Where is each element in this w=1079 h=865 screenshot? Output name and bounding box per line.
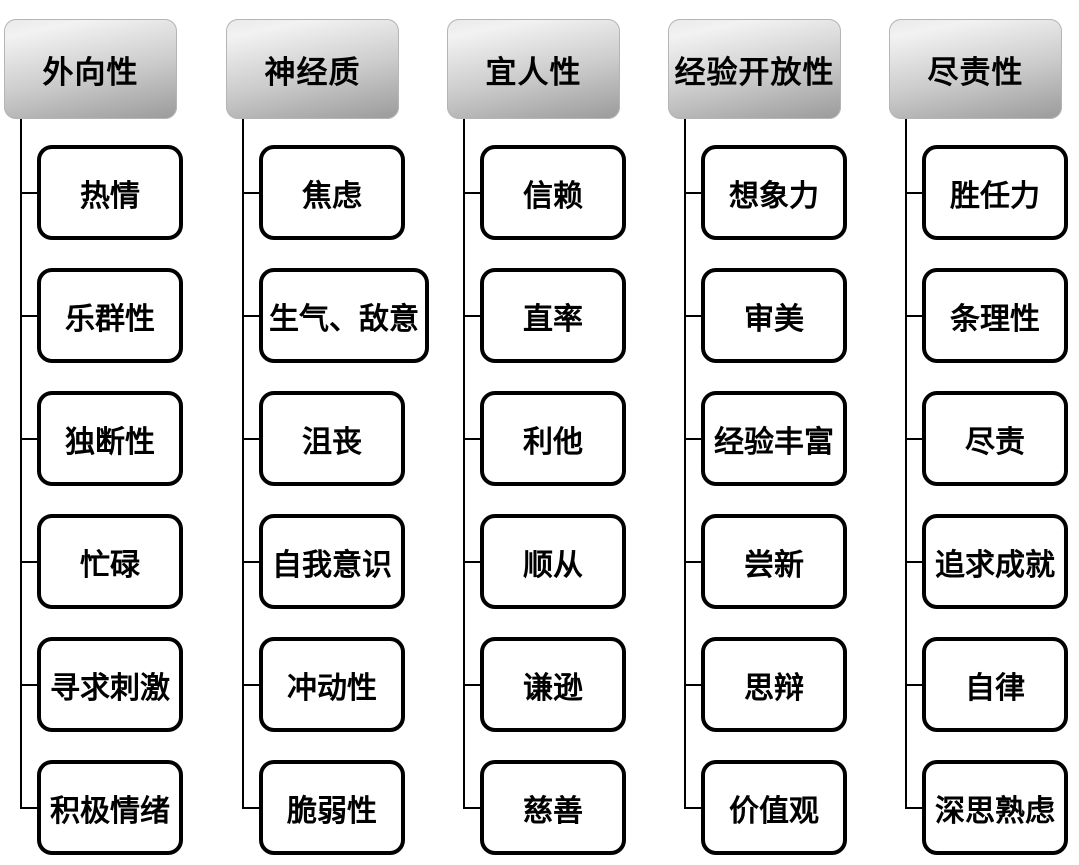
facet-box: 脆弱性 (242, 760, 405, 855)
facet-box: 焦虑 (242, 145, 405, 240)
facet-box: 信赖 (463, 145, 626, 240)
facet-box: 经验丰富 (684, 391, 847, 486)
facet-list-extraversion: 热情 乐群性 独断性 忙碌 寻求刺激 积极情绪 (20, 145, 183, 855)
facet-box: 寻求刺激 (20, 637, 183, 732)
facet-box: 沮丧 (242, 391, 405, 486)
facet-list-openness: 想象力 审美 经验丰富 尝新 思辩 价值观 (684, 145, 847, 855)
column-agreeableness: 宜人性 信赖 直率 利他 顺从 谦逊 慈善 (447, 0, 647, 865)
facet-box: 独断性 (20, 391, 183, 486)
facet-box: 冲动性 (242, 637, 405, 732)
connector-line (684, 119, 686, 809)
facet-box: 积极情绪 (20, 760, 183, 855)
column-openness: 经验开放性 想象力 审美 经验丰富 尝新 思辩 价值观 (668, 0, 868, 865)
column-conscientiousness: 尽责性 胜任力 条理性 尽责 追求成就 自律 深思熟虑 (889, 0, 1079, 865)
facet-box: 自我意识 (242, 514, 405, 609)
facet-box: 思辩 (684, 637, 847, 732)
facet-box: 利他 (463, 391, 626, 486)
category-header-agreeableness: 宜人性 (447, 19, 620, 119)
facet-box: 生气、敌意 (242, 268, 429, 363)
category-header-neuroticism: 神经质 (226, 19, 399, 119)
category-header-conscientiousness: 尽责性 (889, 19, 1062, 119)
category-header-extraversion: 外向性 (4, 19, 177, 119)
connector-line (905, 119, 907, 809)
facet-box: 热情 (20, 145, 183, 240)
facet-box: 自律 (905, 637, 1068, 732)
facet-box: 直率 (463, 268, 626, 363)
facet-box: 尝新 (684, 514, 847, 609)
connector-line (20, 119, 22, 809)
connector-line (463, 119, 465, 809)
facet-box: 忙碌 (20, 514, 183, 609)
facet-box: 追求成就 (905, 514, 1068, 609)
facet-box: 胜任力 (905, 145, 1068, 240)
facet-list-conscientiousness: 胜任力 条理性 尽责 追求成就 自律 深思熟虑 (905, 145, 1068, 855)
facet-box: 审美 (684, 268, 847, 363)
facet-box: 谦逊 (463, 637, 626, 732)
connector-line (242, 119, 244, 809)
facet-box: 条理性 (905, 268, 1068, 363)
category-header-openness: 经验开放性 (668, 19, 841, 119)
facet-list-neuroticism: 焦虑 生气、敌意 沮丧 自我意识 冲动性 脆弱性 (242, 145, 429, 855)
facet-box: 乐群性 (20, 268, 183, 363)
facet-list-agreeableness: 信赖 直率 利他 顺从 谦逊 慈善 (463, 145, 626, 855)
facet-box: 慈善 (463, 760, 626, 855)
facet-box: 深思熟虑 (905, 760, 1068, 855)
facet-box: 顺从 (463, 514, 626, 609)
facet-box: 想象力 (684, 145, 847, 240)
facet-box: 尽责 (905, 391, 1068, 486)
column-neuroticism: 神经质 焦虑 生气、敌意 沮丧 自我意识 冲动性 脆弱性 (226, 0, 429, 865)
column-extraversion: 外向性 热情 乐群性 独断性 忙碌 寻求刺激 积极情绪 (4, 0, 204, 865)
facet-box: 价值观 (684, 760, 847, 855)
